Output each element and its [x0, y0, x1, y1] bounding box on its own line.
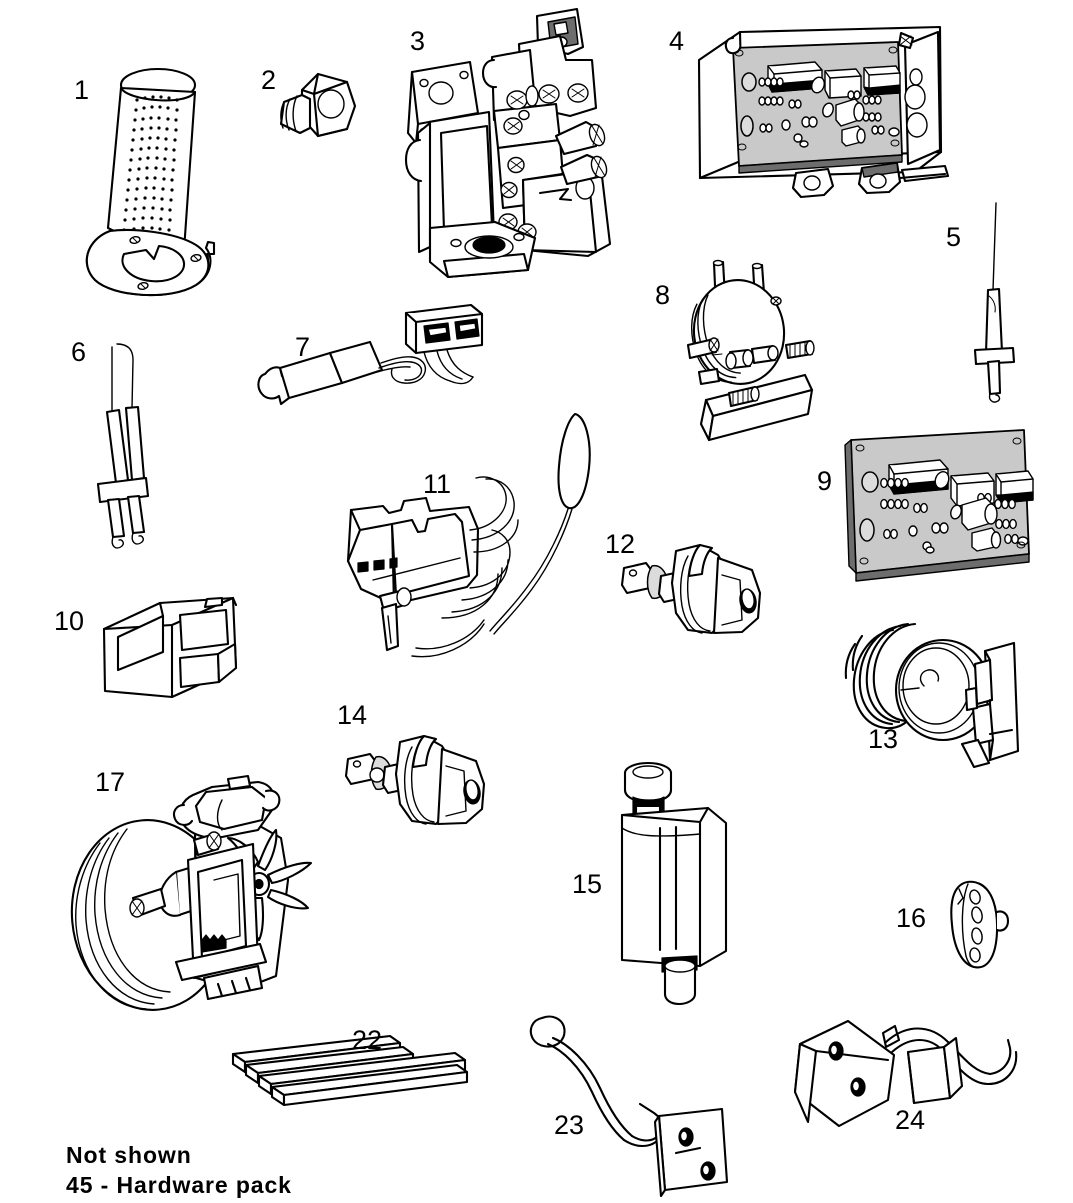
callout-1: 1	[74, 75, 90, 105]
part-7-sensor-harness	[257, 303, 484, 406]
part-14-thermal-limit-switch	[344, 734, 486, 826]
part-13-coil-thermostat	[844, 622, 1020, 769]
callout-22: 22	[352, 1025, 383, 1055]
part-3-gas-valve	[404, 7, 612, 279]
part-8-pressure-switch	[686, 259, 815, 442]
part-12-limit-switch	[620, 543, 762, 635]
part-24-bent-rod-bracket	[793, 1019, 1018, 1128]
callout-4: 4	[669, 26, 685, 56]
part-6-dual-electrode	[96, 343, 150, 549]
callout-24: 24	[895, 1105, 926, 1135]
part-1-burner-tube	[85, 67, 216, 297]
part-17-draft-inducer-blower	[70, 774, 313, 1011]
callout-7: 7	[295, 332, 311, 362]
callout-14: 14	[337, 700, 368, 730]
callout-11: 11	[423, 469, 452, 499]
callout-10: 10	[54, 606, 85, 636]
footnote-hardware-pack: 45 - Hardware pack	[66, 1172, 292, 1198]
part-4-control-board-enclosure	[697, 25, 950, 199]
callout-6: 6	[71, 337, 87, 367]
callout-13: 13	[868, 724, 899, 754]
callout-23: 23	[554, 1110, 585, 1140]
callout-9: 9	[817, 466, 833, 496]
callout-2: 2	[261, 65, 277, 95]
callout-15: 15	[572, 869, 603, 899]
part-9-circuit-board	[844, 429, 1034, 582]
callout-17: 17	[95, 767, 126, 797]
part-11-gas-control-thermostat	[346, 412, 591, 658]
part-5-flame-sensor	[973, 202, 1016, 403]
board-components	[758, 76, 900, 148]
callout-16: 16	[896, 903, 927, 933]
callout-8: 8	[655, 280, 671, 310]
part-16-grommet	[950, 880, 1010, 969]
part-15-solenoid-block	[620, 761, 728, 1006]
callout-3: 3	[410, 26, 426, 56]
footnote-not-shown: Not shown	[66, 1142, 192, 1168]
part-22-flat-rails	[231, 1034, 469, 1107]
screw-heads	[498, 83, 589, 241]
part-10-connector-housing	[102, 596, 238, 699]
part-2-hex-orifice	[279, 72, 357, 138]
callout-12: 12	[605, 529, 636, 559]
callout-5: 5	[946, 222, 962, 252]
part-23-bent-rod-bracket	[529, 1015, 729, 1198]
